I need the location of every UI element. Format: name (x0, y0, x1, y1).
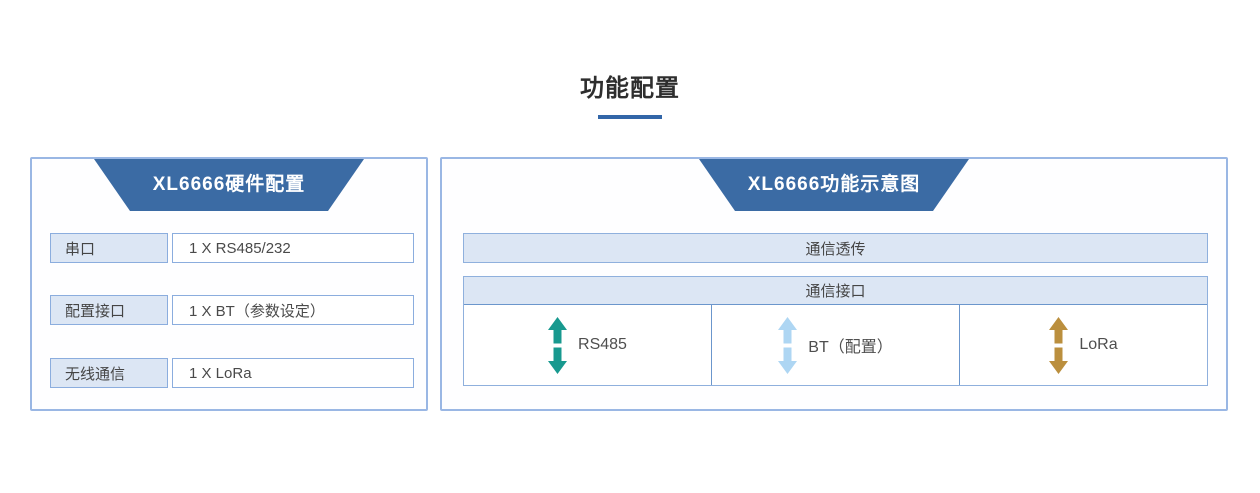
function-diagram-panel: XL6666功能示意图 通信透传 通信接口 RS485 BT（配置） (440, 157, 1228, 411)
transparent-transmission-bar: 通信透传 (463, 233, 1208, 263)
double-vertical-arrow-icon (548, 316, 568, 374)
hardware-config-panel: XL6666硬件配置 串口 1 X RS485/232 配置接口 1 X BT（… (30, 157, 428, 411)
interface-table-header: 通信接口 (464, 277, 1207, 305)
hardware-row-wireless: 无线通信 1 X LoRa (32, 358, 426, 388)
function-panel-title: XL6666功能示意图 (699, 159, 969, 211)
interface-cell-rs485: RS485 (464, 305, 711, 385)
title-underline (598, 115, 662, 119)
communication-interface-table: 通信接口 RS485 BT（配置） (463, 276, 1208, 386)
interface-cell-label: BT（配置） (808, 339, 893, 356)
interface-cell-label: LoRa (1079, 336, 1118, 353)
interface-cell-lora: LoRa (959, 305, 1207, 385)
interface-cell-label: RS485 (578, 336, 627, 353)
interface-cell-bt: BT（配置） (711, 305, 959, 385)
hardware-row-value: 1 X RS485/232 (172, 233, 414, 263)
page-header: 功能配置 (0, 68, 1260, 119)
page-title: 功能配置 (580, 75, 680, 102)
hardware-row-serial: 串口 1 X RS485/232 (32, 233, 426, 263)
hardware-row-label: 配置接口 (50, 295, 168, 325)
hardware-row-label: 串口 (50, 233, 168, 263)
hardware-row-value: 1 X BT（参数设定） (172, 295, 414, 325)
hardware-panel-title: XL6666硬件配置 (94, 159, 364, 211)
interface-table-body: RS485 BT（配置） LoRa (464, 305, 1207, 385)
hardware-row-value: 1 X LoRa (172, 358, 414, 388)
double-vertical-arrow-icon (778, 316, 798, 374)
double-vertical-arrow-icon (1049, 316, 1069, 374)
hardware-row-config-interface: 配置接口 1 X BT（参数设定） (32, 295, 426, 325)
hardware-row-label: 无线通信 (50, 358, 168, 388)
